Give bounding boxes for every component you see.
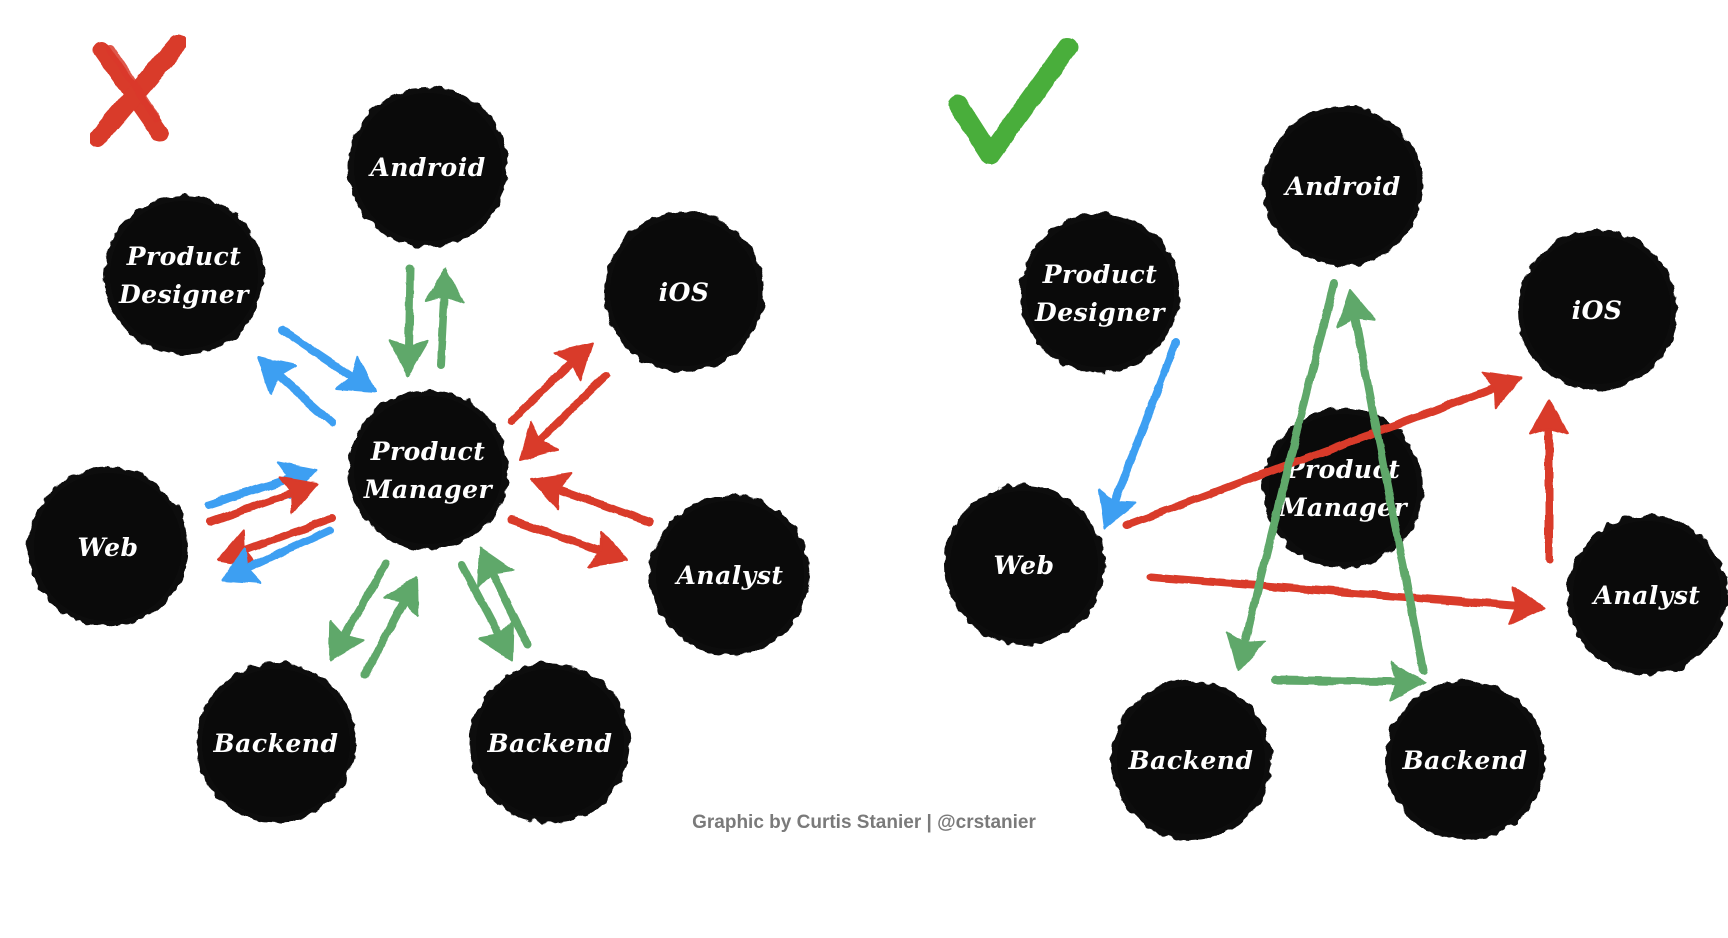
node-label: Product [126, 242, 242, 271]
arrow-backend-1-to-backend-2 [1271, 661, 1426, 702]
good-node-web: Web [944, 485, 1104, 645]
arrow-backend-2-to-android [1336, 289, 1427, 674]
arrow-web-to-analyst [1146, 573, 1546, 626]
node-label: Analyst [1592, 581, 1701, 610]
node-label: Backend [1402, 746, 1528, 775]
arrow-android-to-backend-1 [1226, 279, 1338, 671]
arrow-analyst-to-ios [1529, 399, 1569, 564]
x-mark-icon [88, 34, 188, 148]
arrow-product-manager-to-android [424, 267, 465, 369]
node-label: Product [370, 437, 486, 466]
bad-node-web: Web [28, 467, 188, 627]
good-edges [1098, 279, 1569, 702]
arrow-product-manager-to-backend-2 [458, 561, 514, 661]
good-node-ios: iOS [1517, 230, 1677, 390]
arrow-product-manager-to-web [221, 526, 334, 584]
good-node-android: Android [1263, 106, 1423, 266]
node-label: Analyst [675, 561, 784, 590]
bad-node-analyst: Analyst [650, 495, 810, 655]
arrow-product-designer-to-web [1098, 338, 1180, 529]
good-node-backend-2: Backend [1385, 680, 1545, 840]
node-label: Manager [363, 475, 494, 504]
arrow-android-to-product-manager [388, 264, 429, 376]
credit-caption: Graphic by Curtis Stanier | @crstanier [692, 812, 1036, 833]
node-label: Backend [487, 729, 613, 758]
node-label: Designer [118, 280, 250, 309]
node-label: Backend [1128, 746, 1254, 775]
node-label: Android [368, 153, 485, 182]
node-label: iOS [1572, 296, 1623, 325]
bad-edges [204, 264, 654, 679]
bad-node-backend-1: Backend [196, 663, 356, 823]
arrow-web-to-product-manager [206, 476, 319, 526]
bad-node-backend-2: Backend [470, 663, 630, 823]
arrow-product-manager-to-product-designer [257, 356, 336, 427]
check-mark-icon [948, 37, 1078, 165]
arrow-backend-1-to-product-manager [361, 576, 419, 679]
arrow-product-manager-to-analyst [508, 516, 628, 568]
arrow-web-to-ios [1123, 371, 1522, 529]
node-label: Web [994, 551, 1055, 580]
node-label: iOS [659, 278, 710, 307]
arrow-product-manager-to-ios [508, 342, 593, 424]
good-node-analyst: Analyst [1567, 515, 1727, 675]
node-label: Web [78, 533, 139, 562]
good-node-backend-1: Backend [1111, 680, 1271, 840]
bad-node-android: Android [348, 87, 508, 247]
node-label: Android [1283, 172, 1400, 201]
arrow-product-designer-to-product-manager [278, 326, 376, 393]
node-label: Backend [213, 729, 339, 758]
node-label: Product [1042, 260, 1158, 289]
arrow-product-manager-to-backend-1 [329, 560, 390, 661]
node-label: Designer [1034, 298, 1166, 327]
arrow-backend-2-to-product-manager [477, 547, 532, 649]
bad-node-ios: iOS [604, 212, 764, 372]
arrow-analyst-to-product-manager [531, 472, 654, 526]
arrow-ios-to-product-manager [519, 371, 610, 461]
